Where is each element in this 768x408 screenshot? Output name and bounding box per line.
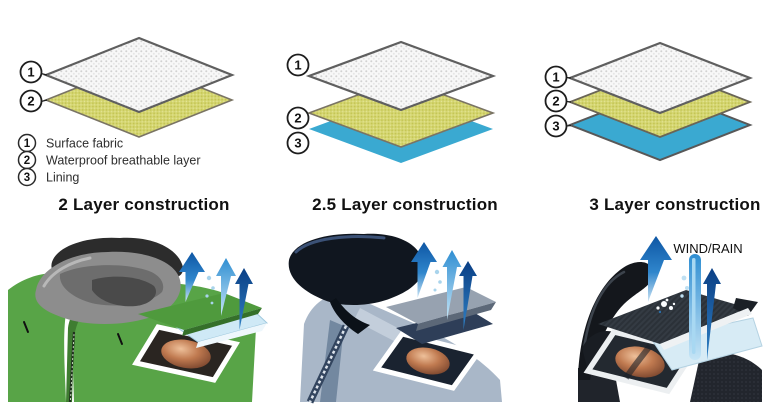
jacket-body-right bbox=[690, 352, 762, 402]
panel-title-3-layer: 3 Layer construction bbox=[589, 195, 761, 214]
legend-label: Lining bbox=[46, 171, 79, 185]
collar bbox=[288, 233, 424, 334]
fabric-flap-edge bbox=[660, 308, 752, 350]
panel-3-layer-diagram: 1 2 3 bbox=[544, 41, 754, 162]
fabric-flap-edge bbox=[416, 302, 496, 331]
fabric-flap bbox=[138, 293, 262, 330]
legend-label: Surface fabric bbox=[46, 137, 123, 151]
collar-shadow bbox=[66, 294, 96, 402]
panel-2-layer-diagram: 1 2 bbox=[19, 36, 235, 138]
layer-number: 2 bbox=[552, 94, 559, 109]
drawcords bbox=[23, 321, 123, 345]
vapor-droplets bbox=[433, 269, 442, 292]
vapor-arrow bbox=[640, 236, 672, 302]
skin-fold bbox=[623, 344, 653, 380]
jacket-photo-2-5-layer bbox=[288, 233, 502, 404]
vapor-droplets bbox=[205, 275, 215, 305]
zipper bbox=[306, 324, 350, 404]
vapor-arrow bbox=[235, 268, 253, 330]
legend-number: 1 bbox=[24, 138, 31, 150]
panel-title-2-5-layer: 2.5 Layer construction bbox=[312, 195, 498, 214]
hood bbox=[35, 237, 184, 324]
layer-number: 3 bbox=[552, 119, 559, 134]
surface-fabric-diamond bbox=[43, 36, 235, 114]
legend-number: 2 bbox=[24, 155, 30, 167]
vapor-arrow bbox=[179, 252, 205, 302]
vapor-arrow bbox=[411, 242, 437, 298]
legend-item-surface-fabric: 1 Surface fabric bbox=[17, 133, 123, 153]
zipper-teeth bbox=[70, 333, 75, 401]
panel-title-2-layer: 2 Layer construction bbox=[58, 195, 230, 214]
rain-splash bbox=[656, 298, 676, 314]
fabric-flap-tip bbox=[733, 298, 758, 316]
membrane-sheet-edge bbox=[196, 323, 267, 348]
rain-shaft-highlight bbox=[692, 258, 696, 354]
legend-item-lining: 3 Lining bbox=[17, 167, 79, 187]
layer-number: 1 bbox=[294, 58, 301, 73]
layer-callout-2: 2 bbox=[19, 89, 43, 113]
wind-arrow bbox=[703, 268, 721, 360]
vapor-arrow bbox=[216, 258, 236, 316]
legend-item-waterproof-breathable-layer: 2 Waterproof breathable layer bbox=[17, 150, 200, 170]
layer-diagrams: 1 2 1 2 3 bbox=[17, 36, 754, 187]
layer-number: 2 bbox=[27, 94, 34, 109]
wind-rain-arrows bbox=[640, 236, 721, 360]
breathability-arrows bbox=[411, 242, 477, 330]
legend: 1 Surface fabric 2 Waterproof breathable… bbox=[17, 133, 200, 187]
vapor-arrow bbox=[442, 250, 462, 320]
layer-callout-3: 3 bbox=[544, 114, 568, 138]
layer-callout-1: 1 bbox=[19, 60, 43, 84]
layer-callout-3: 3 bbox=[286, 131, 310, 155]
breathability-arrows bbox=[179, 252, 253, 330]
wind-rain-label: WIND/RAIN bbox=[673, 241, 742, 256]
layer-callout-1: 1 bbox=[544, 65, 568, 89]
skin bbox=[406, 347, 450, 375]
panel-2-5-layer-diagram: 1 2 3 bbox=[286, 40, 497, 163]
surface-fabric-diamond bbox=[305, 40, 497, 112]
vapor-arrow bbox=[459, 261, 477, 330]
layer-number: 3 bbox=[294, 136, 301, 151]
legend-label: Waterproof breathable layer bbox=[46, 154, 200, 168]
vapor-droplets bbox=[680, 275, 689, 298]
jacket-photo-2-layer bbox=[8, 237, 268, 403]
jacket-illustrations: WIND/RAIN bbox=[8, 233, 763, 404]
layer-number: 2 bbox=[294, 111, 301, 126]
layer-callout-2: 2 bbox=[286, 106, 310, 130]
layer-callout-1: 1 bbox=[286, 53, 310, 77]
surface-fabric-diamond bbox=[566, 41, 754, 115]
layer-number: 1 bbox=[552, 70, 559, 85]
layer-callout-2: 2 bbox=[544, 89, 568, 113]
jacket-photo-3-layer: WIND/RAIN bbox=[578, 236, 763, 402]
membrane-layer-diamond bbox=[306, 78, 496, 148]
layer-number: 1 bbox=[27, 65, 34, 80]
membrane-sheet bbox=[396, 310, 493, 344]
legend-number: 3 bbox=[24, 172, 30, 184]
